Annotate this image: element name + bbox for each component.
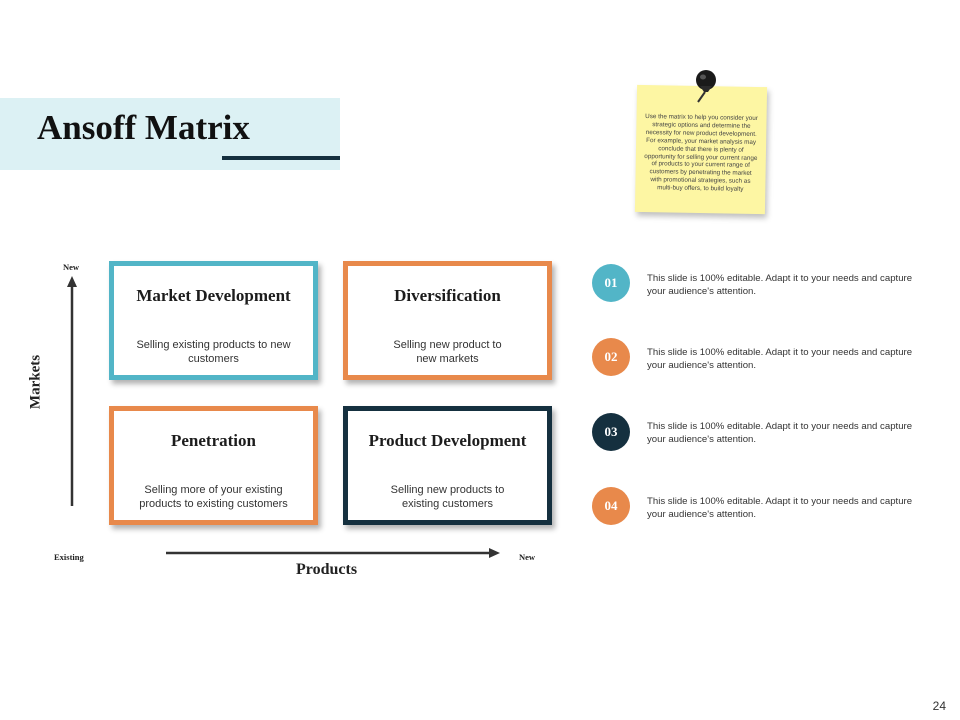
quadrant-product-development: Product Development Selling new products… <box>343 406 552 525</box>
quadrant-description: Selling new products to existing custome… <box>390 484 505 510</box>
quadrant-title: Market Development <box>136 286 291 305</box>
x-axis-label: Products <box>296 561 358 578</box>
quadrant-description: Selling existing products to new custome… <box>136 339 291 365</box>
x-axis-new-label: New <box>519 552 536 562</box>
item-text: This slide is 100% editable. Adapt it to… <box>647 347 913 371</box>
item-number-badge: 01 <box>592 264 630 302</box>
x-axis-arrowhead <box>489 548 500 558</box>
quadrant-description: Selling more of your existing products t… <box>139 484 288 510</box>
pushpin-icon <box>696 70 716 103</box>
item-text: This slide is 100% editable. Adapt it to… <box>647 421 913 445</box>
title-underline <box>222 156 340 160</box>
quadrant-diversification: Diversification Selling new product to n… <box>343 261 552 380</box>
item-number-badge: 03 <box>592 413 630 451</box>
x-axis-existing-label: Existing <box>54 552 84 562</box>
item-text: This slide is 100% editable. Adapt it to… <box>647 273 913 297</box>
quadrant-title: Product Development <box>368 431 527 450</box>
sticky-note-text: Use the matrix to help you consider your… <box>644 113 758 193</box>
quadrant-market-development: Market Development Selling existing prod… <box>109 261 318 380</box>
quadrant-description: Selling new product to new markets <box>393 339 502 365</box>
item-number-badge: 02 <box>592 338 630 376</box>
quadrant-title: Penetration <box>171 431 256 450</box>
quadrant-title: Diversification <box>394 286 501 305</box>
y-axis-label: Markets <box>27 354 44 410</box>
item-number-badge: 04 <box>592 487 630 525</box>
quadrant-penetration: Penetration Selling more of your existin… <box>109 406 318 525</box>
page-number: 24 <box>932 699 946 713</box>
slide-title: Ansoff Matrix <box>37 108 250 147</box>
item-text: This slide is 100% editable. Adapt it to… <box>647 496 913 520</box>
y-axis-new-label: New <box>63 262 80 272</box>
y-axis-arrowhead <box>67 276 77 287</box>
